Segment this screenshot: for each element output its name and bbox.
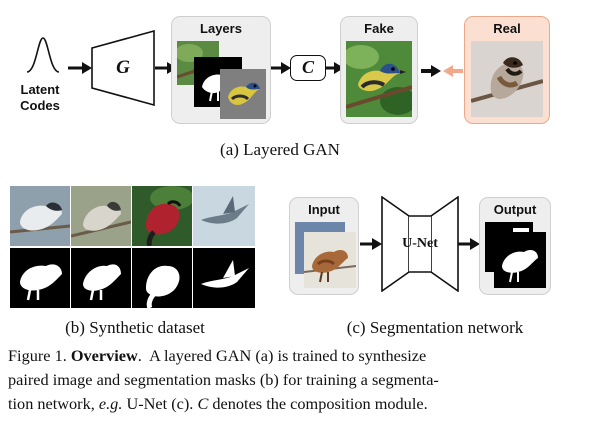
dataset-image-2 (71, 186, 131, 246)
real-title: Real (493, 21, 521, 36)
arrow-input-to-unet (360, 238, 382, 250)
arrow-latent-to-generator (68, 62, 92, 74)
caption-c: (c) Segmentation network (346, 318, 524, 337)
dataset-mask-4 (193, 248, 255, 308)
fake-bird-image (346, 41, 412, 117)
latent-codes-label: Latent Codes (10, 82, 70, 114)
caption-a: (a) Layered GAN (220, 140, 340, 159)
unet-label: U-Net (402, 236, 438, 251)
fake-title: Fake (364, 21, 394, 36)
figure-caption-bold: Overview (70, 346, 138, 365)
arrow-real-to-fake (443, 65, 463, 77)
output-title: Output (493, 202, 537, 217)
figure-caption-line3-b: U-Net (c). (122, 394, 198, 413)
composition-label: C (301, 57, 314, 77)
real-panel: Real (464, 16, 550, 124)
figure-caption: Figure 1. Overview. A layered GAN (a) is… (8, 344, 583, 416)
synthetic-dataset-grid (10, 186, 255, 310)
figure-caption-line1: Figure 1. Overview. A layered GAN (a) is… (8, 344, 583, 368)
fake-panel: Fake (340, 16, 418, 124)
dataset-mask-2 (71, 248, 131, 308)
real-bird-image (471, 41, 543, 117)
generator-block (91, 30, 155, 106)
input-bird-image (304, 232, 356, 288)
arrow-layers-to-composition (271, 62, 291, 74)
figure-caption-eg: e.g. (98, 394, 123, 413)
dataset-image-4 (193, 186, 255, 246)
figure-caption-line3: tion network, e.g. U-Net (c). C denotes … (8, 392, 583, 416)
input-panel: Input (289, 197, 359, 295)
arrow-unet-to-output (458, 238, 480, 250)
latent-label-line1: Latent (20, 82, 60, 97)
foreground-layer-image (220, 69, 266, 119)
layers-panel: Layers (171, 16, 271, 124)
figure-caption-line1-rest: . A layered GAN (a) is trained to synthe… (137, 346, 427, 365)
figure-caption-prefix: Figure 1. (8, 346, 71, 365)
input-title: Input (308, 202, 340, 217)
dataset-mask-3 (132, 248, 192, 308)
generator-label: G (116, 57, 130, 78)
dataset-image-1 (10, 186, 70, 246)
figure-caption-line2: paired image and segmentation masks (b) … (8, 370, 439, 389)
figure-caption-line3-c: denotes the composition module. (208, 394, 428, 413)
unet-block (381, 196, 459, 292)
arrow-composition-to-fake (326, 62, 344, 74)
layers-title: Layers (200, 21, 242, 36)
output-mask-image (494, 232, 546, 288)
caption-b: (b) Synthetic dataset (65, 318, 205, 337)
output-panel: Output (479, 197, 551, 295)
latent-label-line2: Codes (20, 98, 60, 113)
gaussian-curve-icon (26, 37, 60, 73)
composition-module-box (290, 55, 326, 81)
figure-caption-composition-symbol: C (197, 394, 209, 413)
arrow-fake-to-real (421, 65, 441, 77)
figure-caption-line3-a: tion network, (8, 394, 99, 413)
dataset-mask-1 (10, 248, 70, 308)
dataset-image-3 (132, 186, 192, 246)
